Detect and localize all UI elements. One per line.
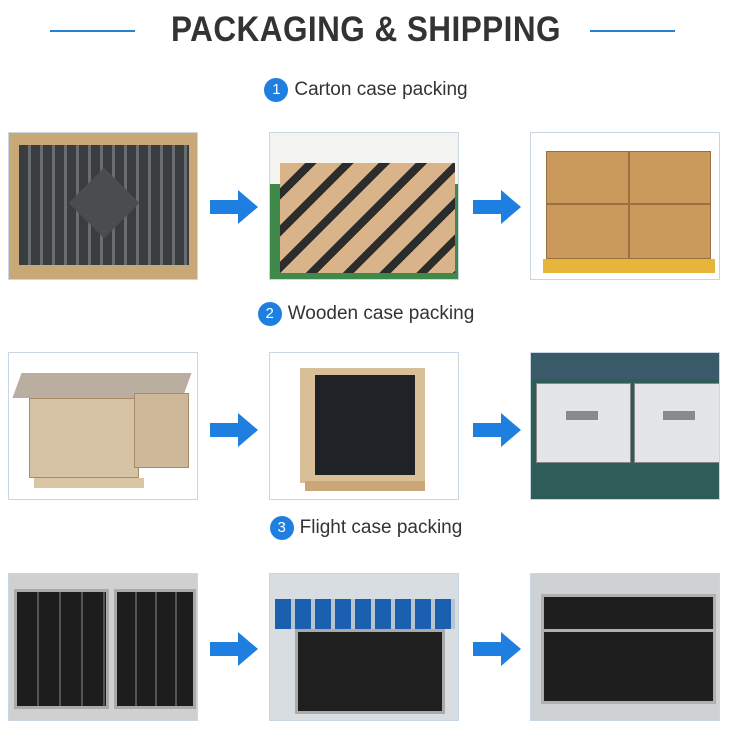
arrow-right-icon (210, 632, 258, 666)
photo-carton-modules (8, 132, 198, 280)
photo-carton-boxes-open (269, 132, 459, 280)
photo-wooden-case-cabinet (269, 352, 459, 500)
photo-flight-cases-loaded (269, 573, 459, 721)
title-rule-left (50, 30, 135, 32)
photo-carton-pallet (530, 132, 720, 280)
photo-wooden-cases-closed (530, 352, 720, 500)
photo-wooden-case-open (8, 352, 198, 500)
photo-flight-cases-closed (530, 573, 720, 721)
title-rule-right (590, 30, 675, 32)
arrow-right-icon (473, 632, 521, 666)
arrow-right-icon (210, 413, 258, 447)
step-badge: 1 (264, 78, 289, 102)
arrow-right-icon (473, 190, 521, 224)
step-badge: 3 (269, 516, 294, 540)
section-label: Flight case packing (299, 517, 463, 538)
arrow-right-icon (210, 190, 258, 224)
page-title: PACKAGING & SHIPPING (171, 10, 561, 49)
section-label: Carton case packing (294, 79, 468, 100)
section-label: Wooden case packing (287, 303, 475, 324)
step-badge: 2 (257, 302, 282, 326)
arrow-right-icon (473, 413, 521, 447)
photo-flight-cases-open (8, 573, 198, 721)
